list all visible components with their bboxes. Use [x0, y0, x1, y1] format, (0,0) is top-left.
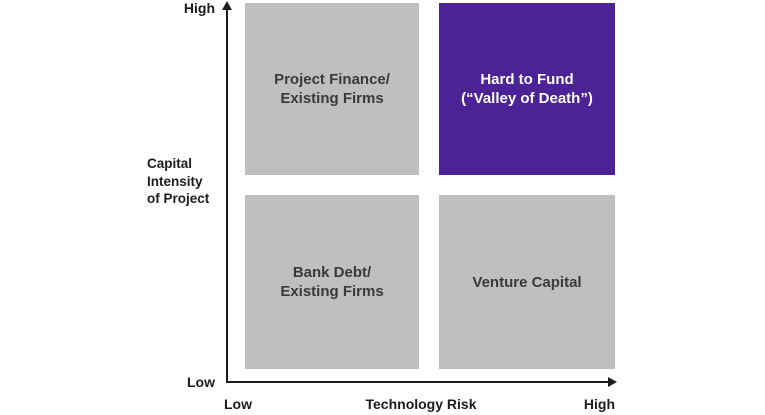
quadrant-label: Bank Debt/ Existing Firms	[280, 264, 384, 300]
x-axis-line	[226, 381, 610, 383]
arrow-up-icon	[222, 1, 232, 10]
quadrant-label: Venture Capital	[472, 273, 582, 291]
quadrant-label: Project Finance/ Existing Firms	[274, 71, 390, 107]
arrow-right-icon	[608, 377, 617, 387]
y-axis-line	[226, 9, 228, 383]
quadrant-bottom-left: Bank Debt/ Existing Firms	[245, 195, 419, 369]
y-axis-title: Capital Intensity of Project	[147, 156, 210, 206]
quadrant-top-left: Project Finance/ Existing Firms	[245, 3, 419, 175]
y-axis-tick-low: Low	[187, 374, 215, 390]
x-axis-tick-high: High	[583, 396, 615, 412]
quadrant-bottom-right: Venture Capital	[439, 195, 615, 369]
x-axis-tick-low: Low	[224, 396, 252, 412]
x-axis-title: Technology Risk	[365, 396, 477, 412]
quadrant-label: Hard to Fund (“Valley of Death”)	[461, 71, 593, 107]
y-axis-tick-high: High	[183, 0, 215, 16]
quadrant-top-right-highlighted: Hard to Fund (“Valley of Death”)	[439, 3, 615, 175]
